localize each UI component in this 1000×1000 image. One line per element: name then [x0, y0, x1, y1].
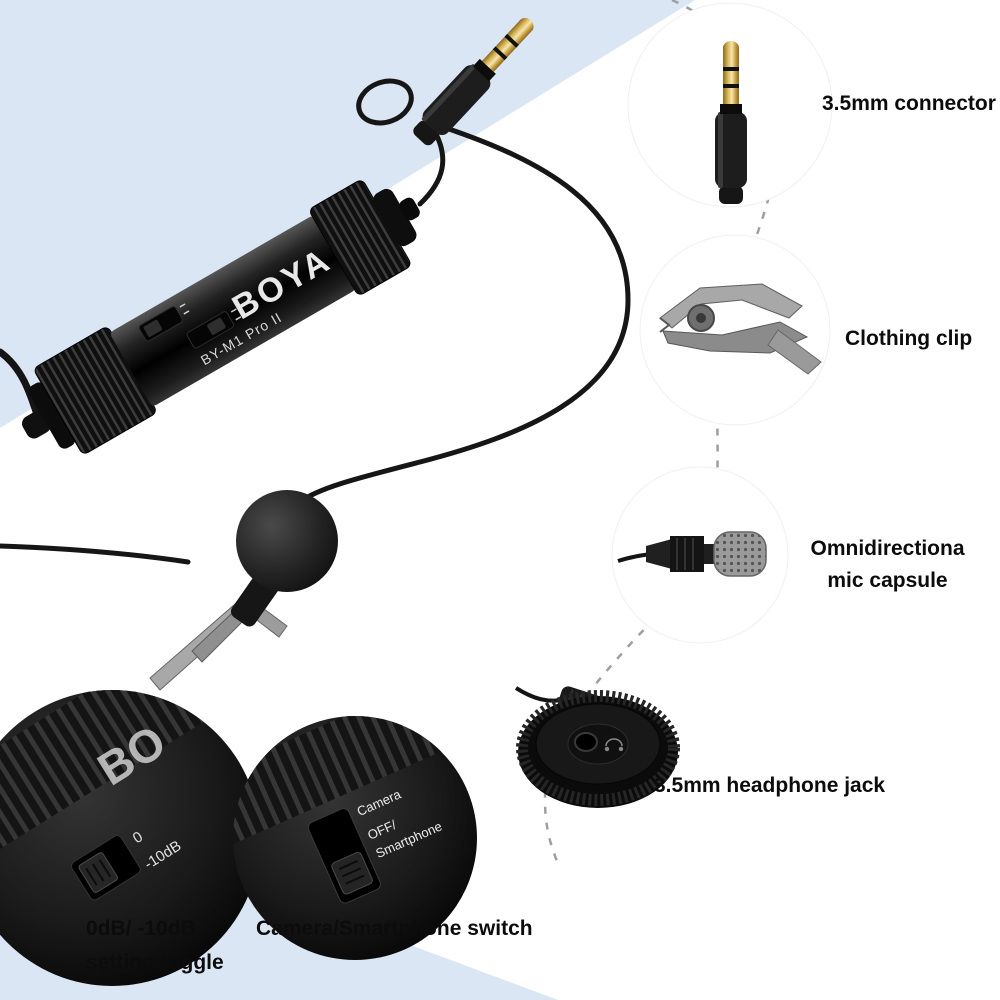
callout-circle-capsule	[611, 466, 789, 644]
label-clip: Clothing clip	[845, 327, 973, 350]
label-jack: 3.5mm headphone jack	[654, 774, 886, 797]
mode-switch	[186, 308, 242, 349]
callout-circle-clip	[639, 234, 831, 426]
cable-loop	[356, 78, 414, 126]
label-connector: 3.5mm connector	[822, 92, 996, 115]
cable-to-plug	[417, 131, 446, 207]
label-switch: Camera/Smartphone switch	[256, 917, 533, 940]
label-toggle-line2: setting toggle	[86, 951, 224, 974]
trs-plug-main	[413, 17, 534, 146]
headphone-jack-part	[514, 686, 680, 808]
lavalier-mic	[149, 490, 338, 691]
trs-plug-callout	[715, 41, 747, 204]
clothing-clip-callout	[659, 283, 822, 375]
headphone-icon	[605, 738, 623, 747]
cable-long-arc	[297, 125, 631, 505]
closeup-circle-switch: Camera OFF/ Smartphone	[233, 716, 477, 960]
foam-windscreen	[236, 490, 338, 592]
cable-lower-left	[0, 543, 191, 565]
label-capsule-line2: mic capsule	[827, 569, 948, 592]
label-capsule-line1: Omnidirectiona	[810, 537, 965, 560]
jack-hole	[574, 732, 598, 752]
closeup-circle-toggle: BO 0 -10dB	[0, 690, 260, 986]
callout-circle-connector	[627, 2, 833, 208]
gain-switch	[138, 303, 190, 342]
label-toggle-line1: 0dB/ -10dB	[86, 917, 196, 940]
mic-capsule-callout	[617, 531, 767, 577]
